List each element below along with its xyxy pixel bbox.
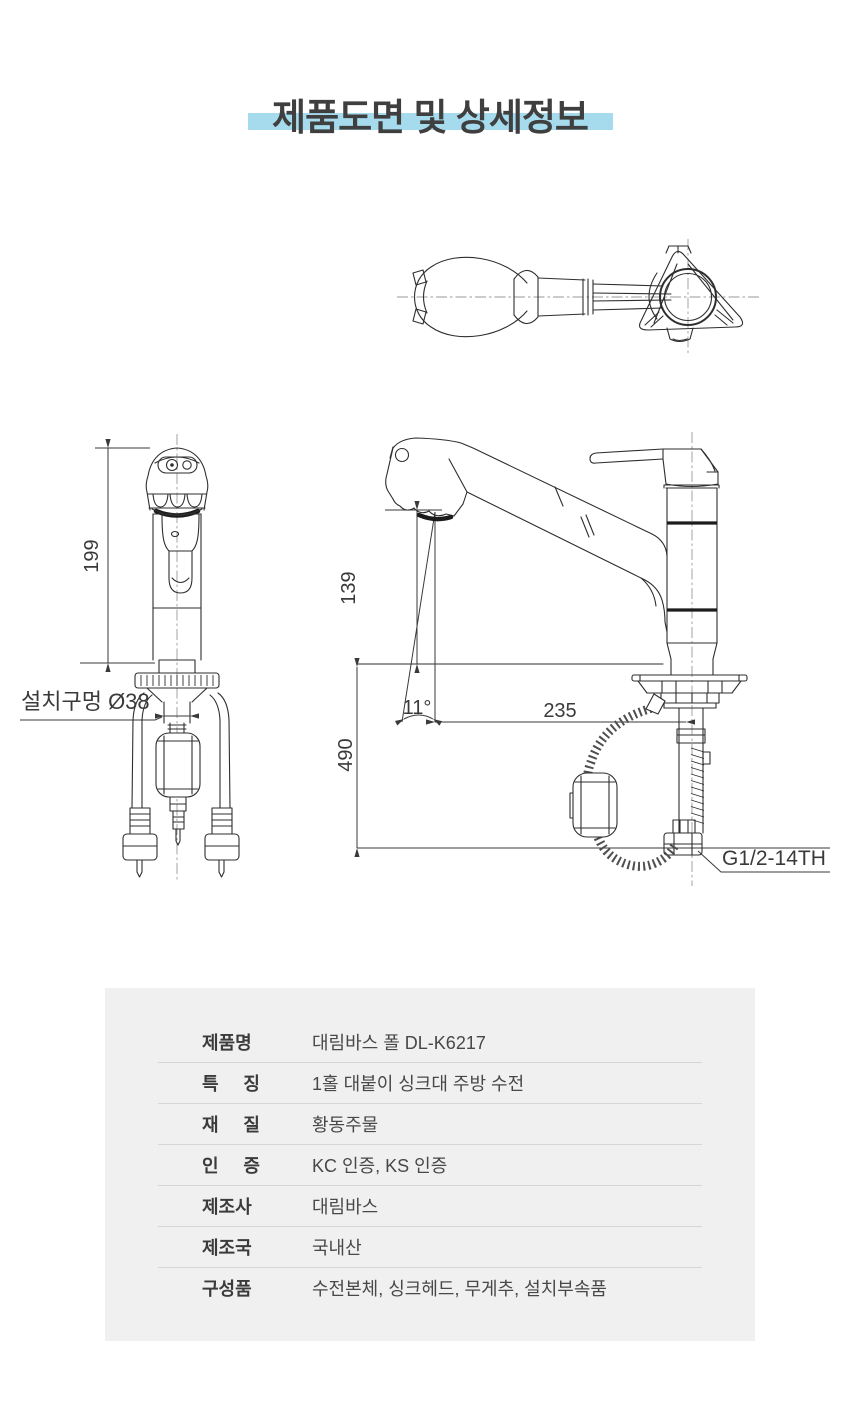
dim-reach-235: 235 — [543, 700, 577, 722]
spec-row-label: 제조국 — [202, 1238, 252, 1258]
spec-row-label: 인 증 — [202, 1156, 260, 1176]
spec-row-value: 황동주물 — [312, 1115, 379, 1135]
spec-row-label: 구성품 — [202, 1279, 252, 1299]
spec-row-value: 1홀 대붙이 싱크대 주방 수전 — [312, 1074, 525, 1094]
faucet-front-view-svg — [20, 434, 240, 880]
dim-angle-11: 11° — [402, 697, 432, 719]
spec-row-label: 제조사 — [202, 1197, 252, 1217]
spec-row-label: 특 징 — [202, 1074, 260, 1094]
spec-row-value: 대림바스 — [312, 1197, 379, 1217]
dim-spout-height-139: 139 — [338, 571, 360, 605]
label-thread-spec: G1/2-14TH — [722, 847, 826, 870]
spec-table-row: 제조국 국내산 — [158, 1227, 702, 1268]
faucet-top-view-svg — [397, 239, 761, 355]
spec-table-row: 인 증 KC 인증, KS 인증 — [158, 1145, 702, 1186]
spec-table-row: 제품명 대림바스 폴 DL-K6217 — [158, 1022, 702, 1063]
spec-table-rows: 제품명 대림바스 폴 DL-K6217 특 징 1홀 대붙이 싱크대 주방 수전… — [158, 1022, 702, 1308]
dim-height-199: 199 — [81, 539, 103, 573]
spec-table-row: 재 질 황동주물 — [158, 1104, 702, 1145]
faucet-side-view-svg — [354, 432, 830, 886]
title-section: 제품도면 및 상세정보 — [0, 0, 860, 150]
label-install-hole: 설치구멍 Ø38 — [21, 689, 150, 714]
faucet-side-view-drawing — [330, 430, 860, 890]
spec-table-row: 제조사 대림바스 — [158, 1186, 702, 1227]
spec-row-value: 국내산 — [312, 1238, 362, 1258]
dim-hose-drop-490: 490 — [335, 738, 357, 772]
spec-row-value: KC 인증, KS 인증 — [312, 1156, 448, 1176]
spec-row-label: 제품명 — [202, 1033, 252, 1053]
spec-row-label: 재 질 — [202, 1115, 260, 1135]
spec-row-value: 수전본체, 싱크헤드, 무게추, 설치부속품 — [312, 1279, 607, 1299]
spec-table-row: 특 징 1홀 대붙이 싱크대 주방 수전 — [158, 1063, 702, 1104]
spec-row-value: 대림바스 폴 DL-K6217 — [312, 1033, 486, 1053]
faucet-front-view-drawing — [20, 430, 310, 890]
spec-table-row: 구성품 수전본체, 싱크헤드, 무게추, 설치부속품 — [158, 1268, 702, 1308]
faucet-top-view-drawing — [395, 235, 765, 360]
page-title: 제품도면 및 상세정보 — [272, 96, 589, 138]
spec-panel: 제품명 대림바스 폴 DL-K6217 특 징 1홀 대붙이 싱크대 주방 수전… — [105, 988, 755, 1341]
title-highlight-bar — [248, 113, 613, 130]
